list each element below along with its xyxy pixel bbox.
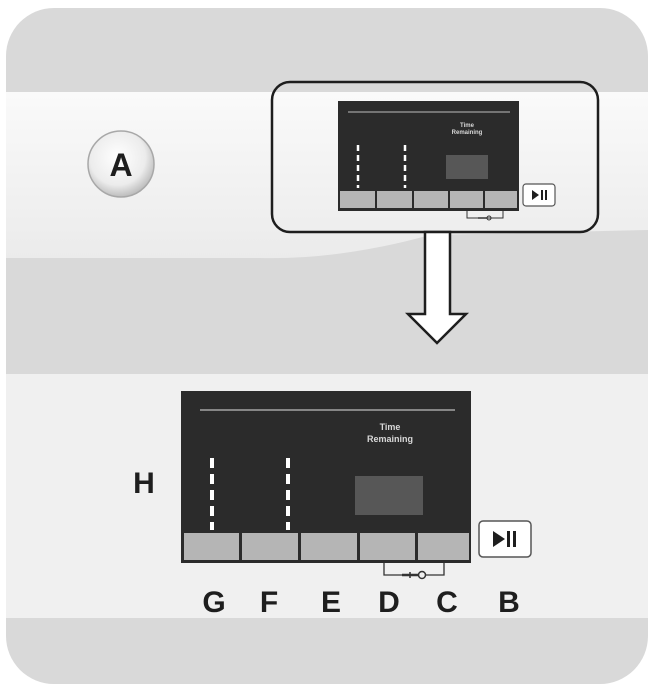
knob-a[interactable]: A	[87, 130, 155, 198]
label-f: F	[260, 586, 278, 619]
small-display-time-text: Time	[460, 123, 475, 129]
key-lock-icon	[383, 563, 445, 580]
small-play-pause-icon	[532, 190, 547, 200]
button-f[interactable]	[242, 533, 298, 560]
small-display-remaining-text: Remaining	[452, 130, 483, 136]
small-button-e[interactable]	[414, 191, 448, 208]
play-pause-button[interactable]	[478, 520, 532, 558]
small-display: Time Remaining	[338, 101, 519, 211]
play-pause-icon	[493, 531, 516, 547]
small-button-f[interactable]	[377, 191, 412, 208]
knob-a-label: A	[109, 147, 132, 183]
label-d: D	[378, 586, 400, 619]
large-display-remaining-text: Remaining	[367, 434, 413, 444]
label-h: H	[133, 467, 155, 500]
large-display: Time Remaining	[181, 391, 471, 563]
button-c[interactable]	[418, 533, 469, 560]
small-play-pause-button[interactable]	[522, 183, 556, 207]
button-g[interactable]	[184, 533, 239, 560]
small-display-time-box	[446, 155, 488, 179]
button-d[interactable]	[360, 533, 415, 560]
small-button-g[interactable]	[340, 191, 375, 208]
label-c: C	[436, 586, 458, 619]
small-key-lock-icon	[466, 211, 504, 221]
large-display-time-box	[355, 476, 423, 515]
zoom-down-arrow	[404, 230, 470, 345]
small-button-c[interactable]	[485, 191, 517, 208]
label-e: E	[321, 586, 341, 619]
label-g: G	[202, 586, 225, 619]
label-b: B	[498, 586, 520, 619]
large-display-time-text: Time	[380, 422, 401, 432]
button-e[interactable]	[301, 533, 357, 560]
small-button-d[interactable]	[450, 191, 483, 208]
